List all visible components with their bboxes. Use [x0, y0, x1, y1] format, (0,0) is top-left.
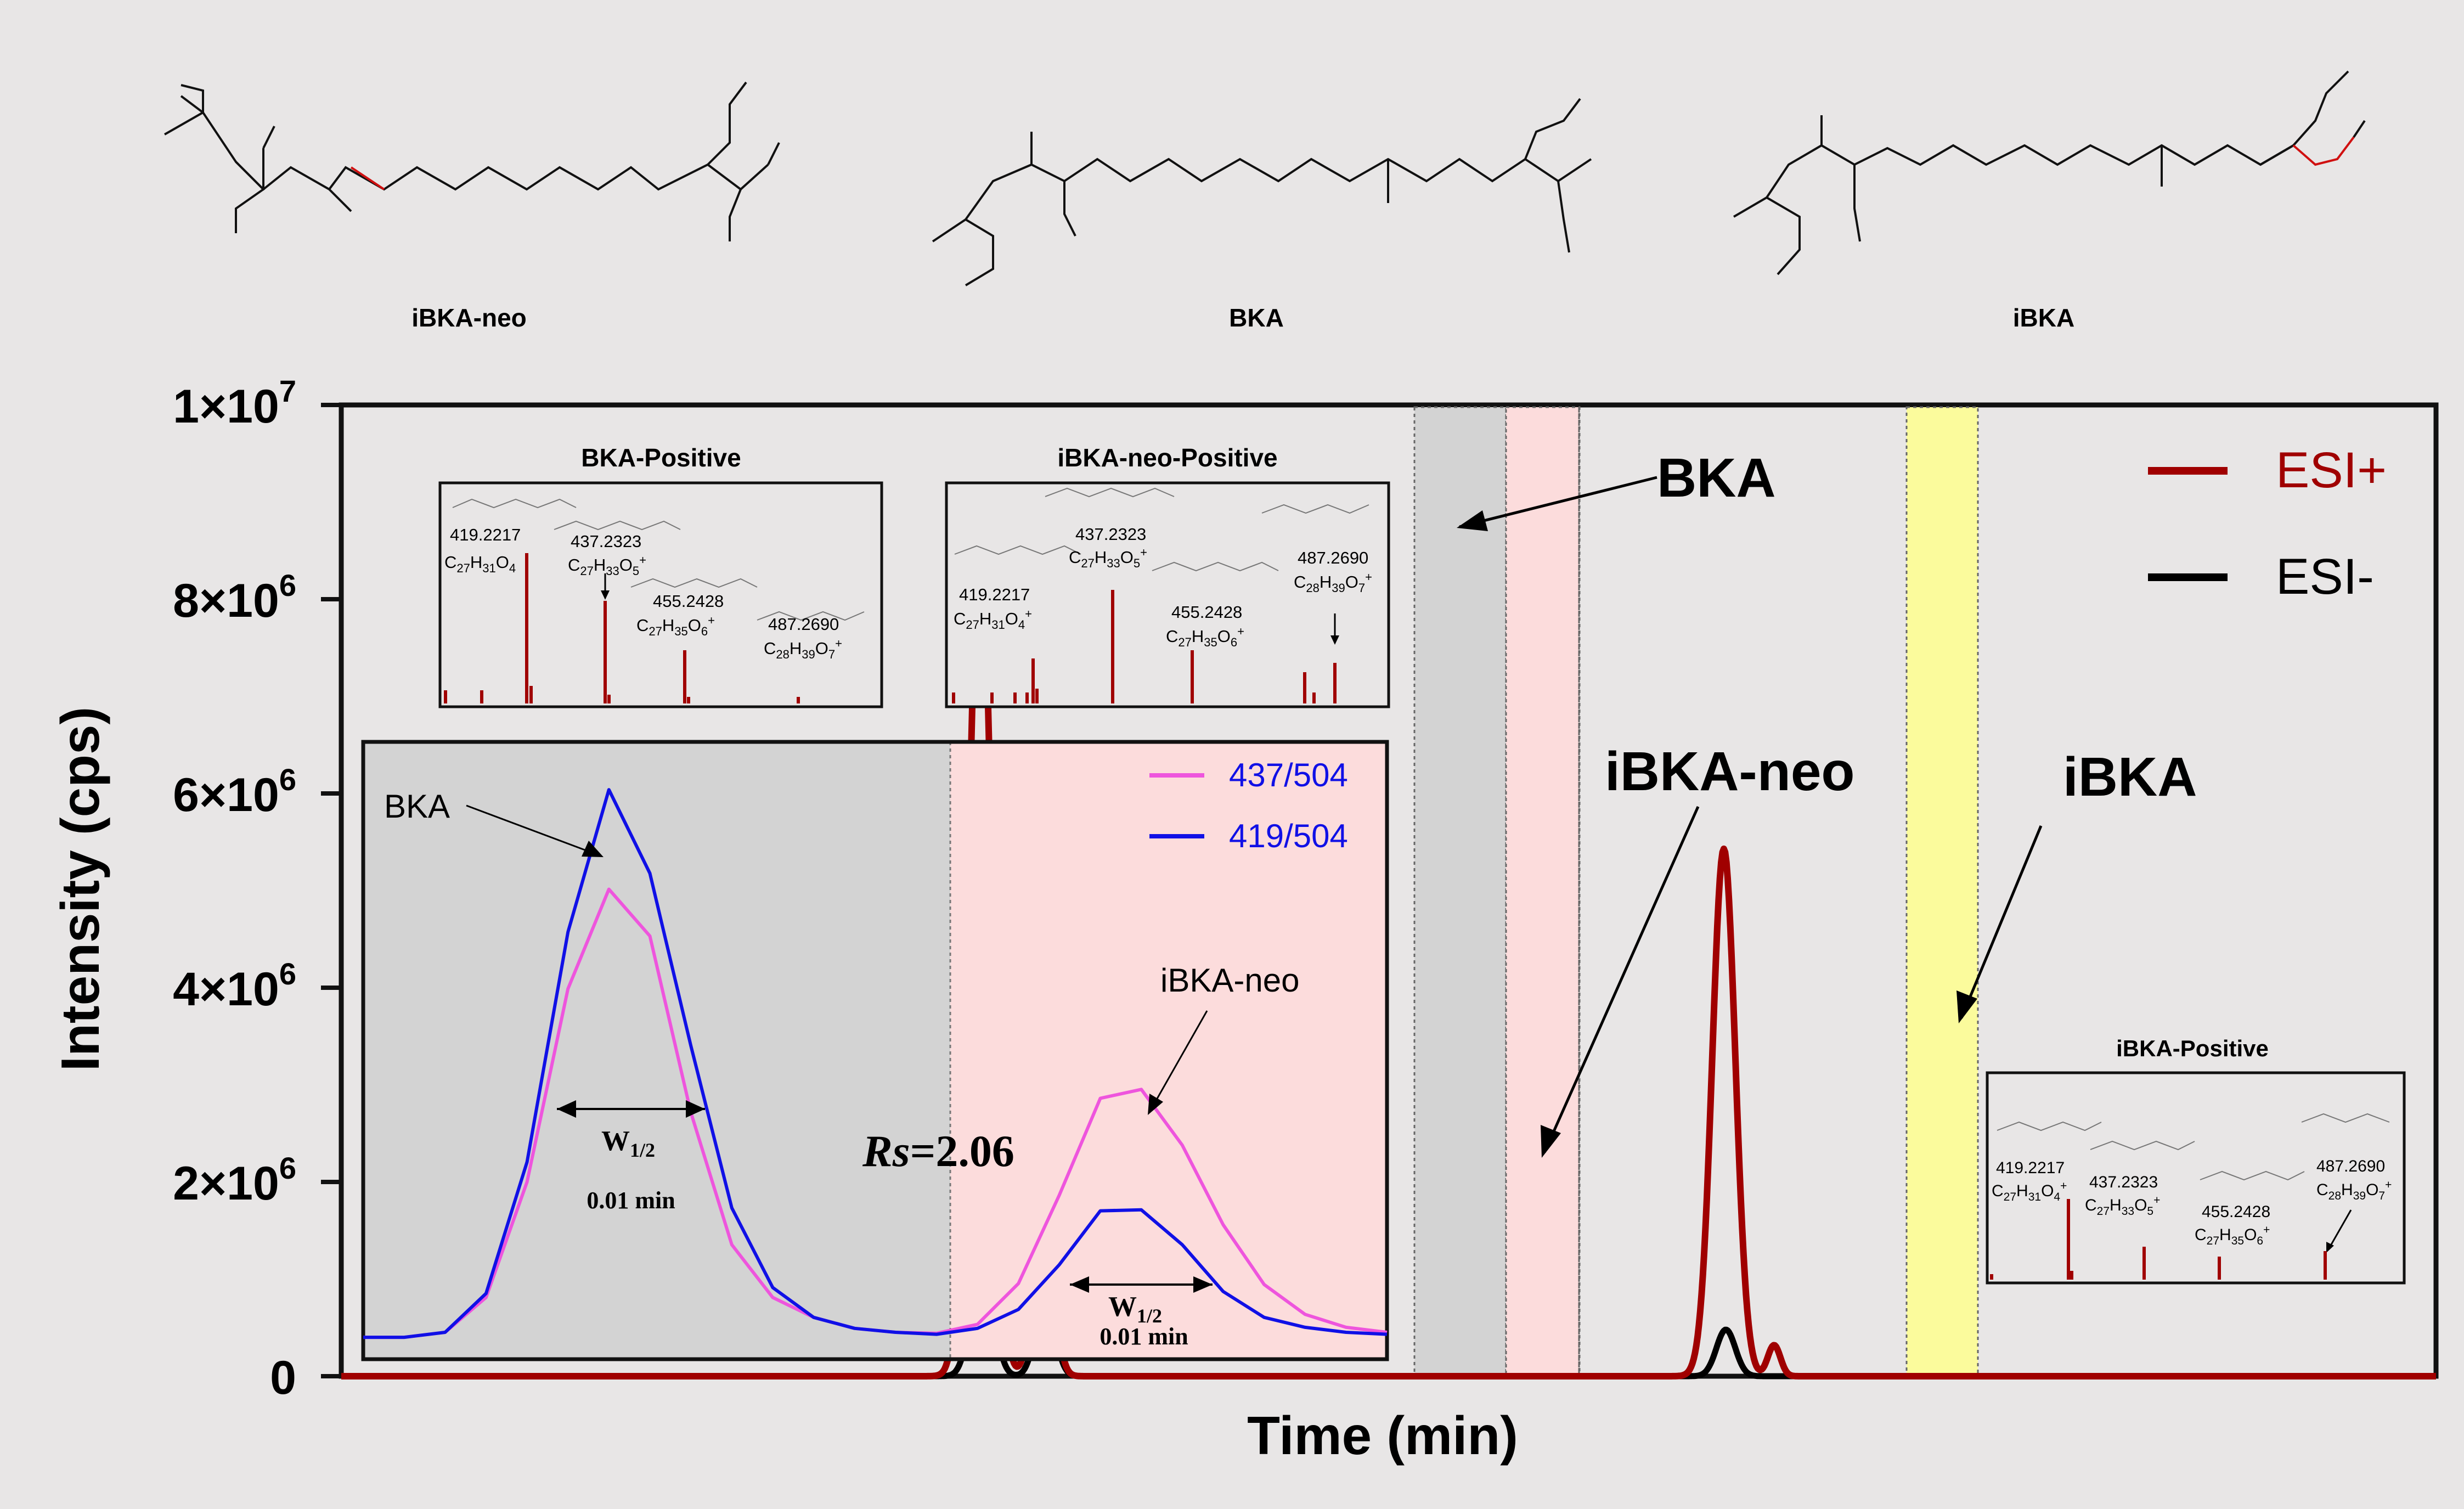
- structure-name-ibka-neo: iBKA-neo: [411, 303, 527, 332]
- legend-label-esi-pos: ESI+: [2276, 442, 2387, 498]
- spectrum-ibka-bars: [1990, 1199, 2327, 1280]
- spectrum-ibka-arrowhead-487: [2326, 1242, 2334, 1253]
- annotation-ibka-neo: iBKA-neo: [1605, 741, 1855, 802]
- inset-legend-label-437: 437/504: [1229, 757, 1348, 793]
- spectrum-ibka-neo-arrowhead-487: [1330, 635, 1339, 645]
- spectrum-bka-positive: BKA-Positive 419.2217 C27H31O4 437.2323 …: [438, 443, 883, 708]
- mini-structure: [452, 498, 865, 621]
- legend-main: ESI+ ESI-: [2148, 442, 2387, 605]
- inset-arrow-ibka-neo: [1151, 1010, 1208, 1108]
- inset-arrow-bka-head: [582, 841, 604, 857]
- structure-bka: [932, 98, 1592, 286]
- spectrum-ibka-neo-bars: [952, 590, 1337, 703]
- spectrum-ibka-frame: [1986, 1071, 2406, 1285]
- spectrum-bka-mz-419: 419.2217: [450, 525, 521, 544]
- band-bka: [1413, 406, 1507, 1378]
- spectrum-bka-mz-437: 437.2323: [571, 532, 641, 551]
- spectrum-ibka-mz-419: 419.2217: [1996, 1159, 2065, 1177]
- w-half-arrow-ibka-neo-left: [1070, 1276, 1089, 1293]
- band-ibka: [1905, 406, 1979, 1378]
- y-tick-label-4: 8×106: [173, 568, 296, 627]
- inset-arrow-bka: [466, 804, 594, 854]
- spectrum-ibka-neo-title: iBKA-neo-Positive: [1057, 443, 1277, 472]
- spectrum-ibka-positive: iBKA-Positive 419.2217 C27H31O4+ 437.232…: [1986, 1035, 2406, 1285]
- resolution-label: Rs=2.06: [862, 1126, 1014, 1176]
- inset-label-bka: BKA: [384, 788, 450, 825]
- y-tick-label-0: 0: [270, 1352, 296, 1404]
- spectrum-bka-formula-487: C28H39O7+: [764, 637, 842, 661]
- arrow-ibka-neo: [1543, 806, 1700, 1153]
- w-half-arrow-bka-left: [557, 1100, 576, 1118]
- arrow-ibka-neo-head: [1541, 1125, 1561, 1158]
- y-tick-label-2: 4×106: [173, 956, 296, 1016]
- spectrum-ibka-mz-455: 455.2428: [2202, 1203, 2270, 1221]
- y-axis-label: Intensity (cps): [50, 707, 110, 1071]
- y-axis: 0 2×106 4×106 6×106 8×106 1×107: [173, 374, 341, 1404]
- y-tick-label-5: 1×107: [173, 374, 296, 433]
- legend-label-esi-neg: ESI-: [2276, 549, 2374, 605]
- spectrum-ibka-arrow-487: [2328, 1209, 2352, 1249]
- inset-chromatogram: 437/504 419/504 BKA iBKA-neo W1/2 0.01 m…: [361, 740, 1389, 1361]
- y-tick-label-1: 2×106: [173, 1151, 296, 1210]
- spectrum-bka-formula-419: C27H31O4: [444, 553, 516, 575]
- spectrum-bka-mz-487: 487.2690: [768, 615, 839, 634]
- w-half-label-bka: W1/2: [601, 1125, 655, 1161]
- arrow-ibka-head: [1956, 990, 1977, 1023]
- spectrum-ibka-neo-mz-419: 419.2217: [959, 585, 1030, 604]
- w-half-label-ibka-neo: W1/2: [1108, 1291, 1162, 1327]
- arrow-ibka: [1960, 825, 2043, 1018]
- w-half-arrow-ibka-neo-right: [1193, 1276, 1213, 1293]
- structure-ibka-neo: [164, 81, 780, 241]
- w-half-arrow-bka-right: [686, 1100, 705, 1118]
- structure-name-ibka: iBKA: [2013, 303, 2074, 332]
- inset-legend-label-419: 419/504: [1229, 818, 1348, 854]
- spectrum-ibka-neo-mz-455: 455.2428: [1171, 603, 1242, 622]
- spectrum-bka-bars: [444, 553, 800, 703]
- spectrum-ibka-neo-formula-487: C28H39O7+: [1294, 570, 1372, 595]
- inset-frame: [361, 740, 1389, 1361]
- inset-band-bka: [363, 742, 950, 1359]
- spectrum-ibka-neo-frame: [945, 481, 1390, 708]
- peak-bands: [1413, 406, 1979, 1378]
- spectrum-bka-frame: [438, 481, 883, 708]
- arrow-bka-head: [1457, 510, 1488, 531]
- annotation-bka: BKA: [1657, 447, 1776, 509]
- mini-structure: [1997, 1113, 2390, 1181]
- y-tick-label-3: 6×106: [173, 762, 296, 821]
- spectrum-ibka-mz-437: 437.2323: [2089, 1173, 2158, 1191]
- main-traces: [339, 523, 2438, 1380]
- spectrum-bka-title: BKA-Positive: [581, 443, 741, 472]
- structure-name-bka: BKA: [1229, 303, 1284, 332]
- arrow-bka: [1459, 476, 1657, 528]
- spectrum-bka-mz-455: 455.2428: [653, 592, 724, 611]
- spectrum-ibka-title: iBKA-Positive: [2116, 1035, 2269, 1061]
- structure-ibka: [1733, 70, 2366, 275]
- inset-label-ibka-neo: iBKA-neo: [1160, 962, 1299, 999]
- w-half-value-ibka-neo: 0.01 min: [1100, 1323, 1188, 1350]
- peak-annotations: [1457, 476, 2043, 1158]
- spectrum-ibka-neo-mz-487: 487.2690: [1298, 548, 1368, 567]
- spectrum-ibka-neo-mz-437: 437.2323: [1075, 525, 1146, 544]
- annotation-ibka: iBKA: [2063, 746, 2197, 808]
- inset-band-ibka-neo: [950, 742, 1387, 1359]
- inset-arrow-ibka-neo-head: [1148, 1094, 1163, 1115]
- trace-esi-pos: [339, 523, 2438, 1380]
- band-ibka-neo: [1505, 406, 1580, 1378]
- inset-trace-419-504: [363, 788, 1388, 1339]
- spectrum-bka-formula-437: C27H33O5+: [568, 553, 646, 578]
- spectrum-ibka-neo-positive: iBKA-neo-Positive 437.2323 C27H33O5+ 419…: [945, 443, 1390, 708]
- x-axis-label: Time (min): [1247, 1405, 1518, 1466]
- inset-traces: [363, 788, 1388, 1339]
- spectrum-bka-arrowhead-437: [601, 590, 610, 600]
- spectrum-ibka-mz-487: 487.2690: [2316, 1157, 2385, 1175]
- w-half-value-bka: 0.01 min: [587, 1187, 675, 1214]
- band-spacer: [1578, 406, 1581, 1378]
- mini-structure: [954, 487, 1369, 572]
